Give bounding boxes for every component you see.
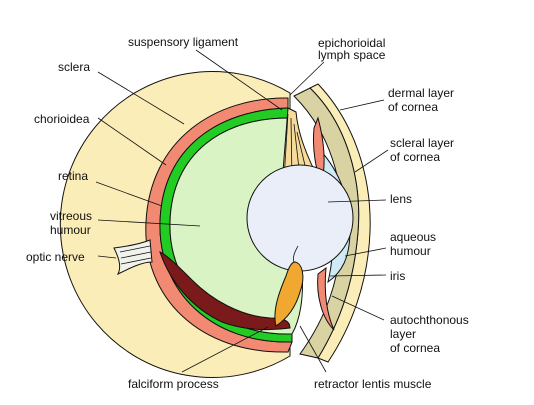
label-epichorioidal-1: epichorioidal <box>318 36 385 50</box>
label-autochthonous-2: layer <box>390 327 416 341</box>
label-dermal-2: of cornea <box>388 100 438 114</box>
label-vitreous-2: humour <box>50 223 91 237</box>
label-vitreous-1: vitreous <box>50 209 92 223</box>
label-sclera: sclera <box>58 60 90 74</box>
label-autochthonous-3: of cornea <box>390 341 440 355</box>
label-scleral-2: of cornea <box>390 150 440 164</box>
label-dermal-1: dermal layer <box>388 86 454 100</box>
label-optic-nerve: optic nerve <box>26 250 85 264</box>
optic-nerve <box>113 239 153 276</box>
lens-body <box>246 164 354 272</box>
leader-lines <box>95 49 389 373</box>
label-lens: lens <box>390 192 412 206</box>
label-autochthonous-1: autochthonous <box>390 313 469 327</box>
label-scleral-1: scleral layer <box>390 136 454 150</box>
label-retractor-lentis-muscle: retractor lentis muscle <box>314 377 432 391</box>
label-suspensory-ligament: suspensory ligament <box>128 35 239 49</box>
label-chorioidea: chorioidea <box>34 112 90 126</box>
label-aqueous-2: humour <box>390 244 431 258</box>
iris-lower <box>317 266 335 331</box>
label-falciform-process: falciform process <box>128 377 219 391</box>
label-aqueous-1: aqueous <box>390 230 436 244</box>
optic-nerve-fibres <box>119 245 152 265</box>
label-retina: retina <box>58 169 88 183</box>
label-iris: iris <box>390 269 405 283</box>
label-epichorioidal-2: lymph space <box>318 48 386 62</box>
labels: suspensory ligament epichorioidal lymph … <box>26 35 469 391</box>
retractor-tendon <box>293 245 299 263</box>
retractor-lentis-muscle <box>274 261 304 327</box>
